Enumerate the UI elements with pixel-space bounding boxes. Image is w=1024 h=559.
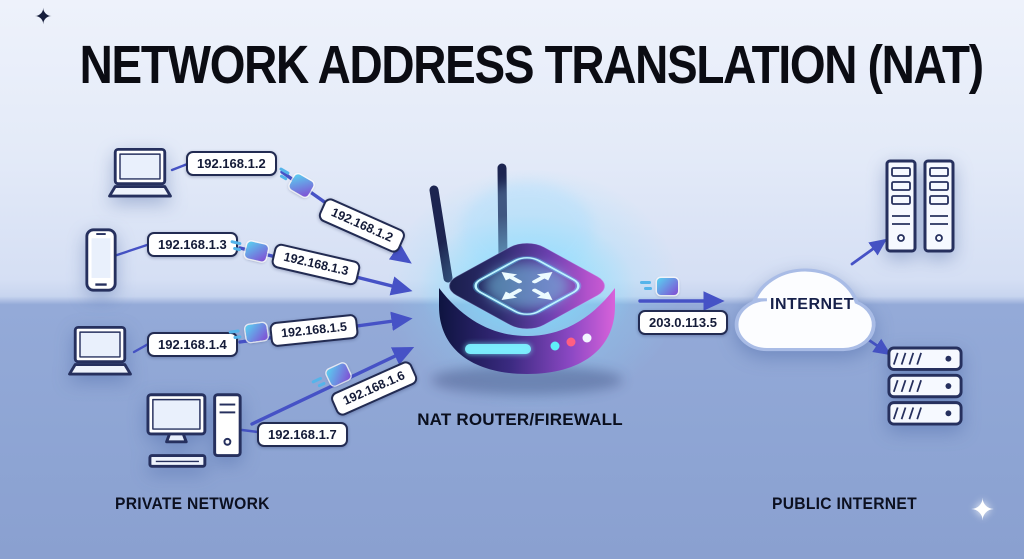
- connector-line: [240, 428, 260, 434]
- laptop-icon: [108, 147, 172, 198]
- router-label: NAT ROUTER/FIREWALL: [417, 410, 623, 429]
- public-internet-label: PUBLIC INTERNET: [772, 494, 917, 513]
- router-status-led: [582, 333, 592, 343]
- arrow-cloud-to-servers-top: [850, 238, 888, 266]
- four-arrows-icon: [507, 275, 547, 297]
- router-status-led: [550, 341, 560, 351]
- router-status-led: [566, 337, 576, 347]
- server-towers-icon: [885, 159, 955, 253]
- private-network-label: PRIVATE NETWORK: [115, 494, 270, 513]
- packet-icon: [244, 322, 269, 343]
- page-title-wrap: NETWORK ADDRESS TRANSLATION (NAT): [0, 34, 1024, 96]
- internet-cloud-icon: [734, 268, 876, 352]
- public-ip-label: 203.0.113.5: [638, 310, 728, 335]
- desktop-icon: [146, 393, 242, 468]
- page-title: NETWORK ADDRESS TRANSLATION (NAT): [79, 35, 984, 95]
- nat-router-icon: [419, 163, 635, 395]
- device-ip-label: 192.168.1.2: [186, 151, 277, 176]
- laptop-icon: [68, 325, 132, 376]
- internet-cloud-label: INTERNET: [770, 296, 854, 313]
- device-ip-label: 192.168.1.7: [257, 422, 348, 447]
- sparkle-icon: ✦: [34, 4, 53, 29]
- server-stack-icon: [887, 346, 963, 426]
- device-ip-label: 192.168.1.3: [147, 232, 238, 257]
- sparkle-icon: ✦: [970, 494, 996, 527]
- smartphone-icon: [85, 228, 117, 292]
- packet-icon: [640, 278, 678, 295]
- device-ip-label: 192.168.1.4: [147, 332, 238, 357]
- arrow-device-4: [250, 347, 415, 426]
- connector-line: [112, 242, 152, 258]
